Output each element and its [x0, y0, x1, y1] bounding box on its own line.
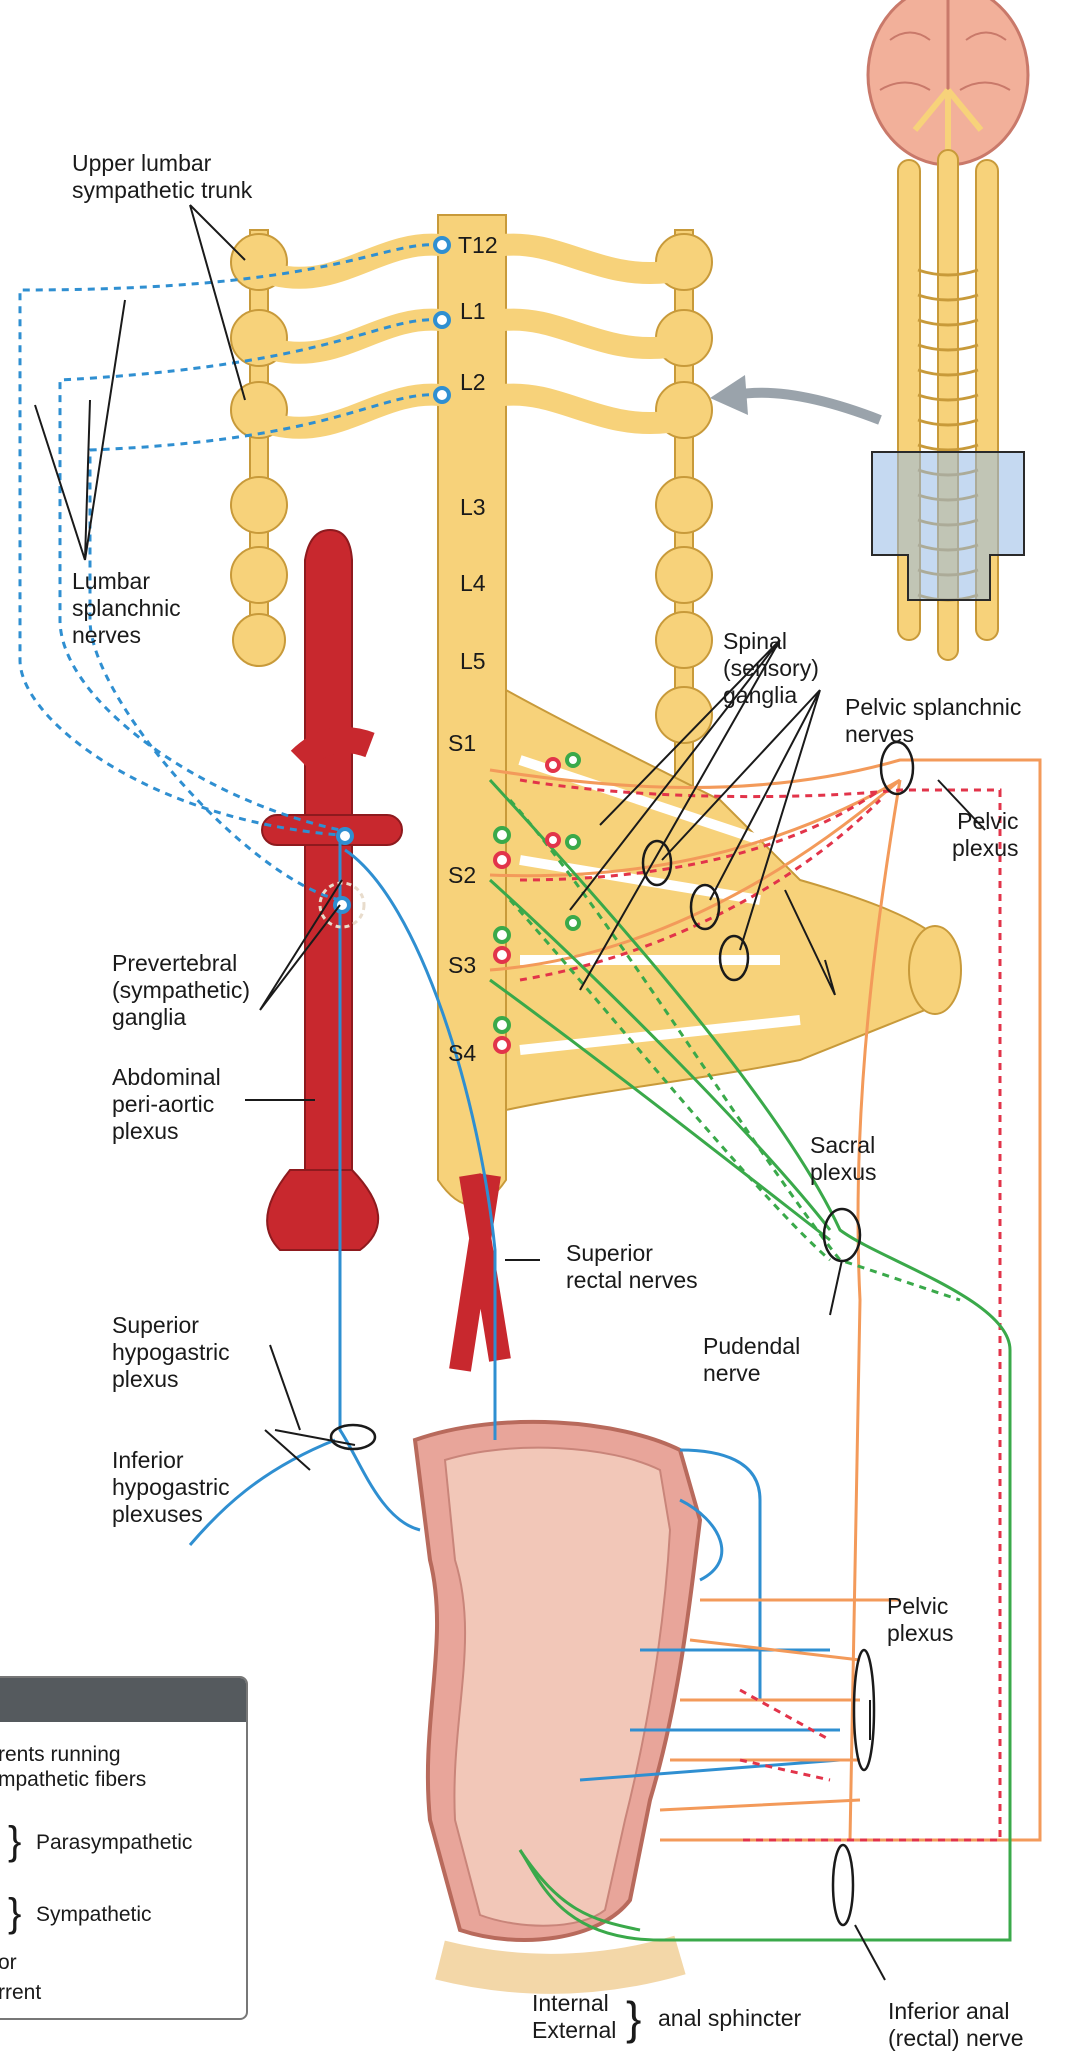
label-anal-sphincter: anal sphincter: [658, 2005, 801, 2032]
label-pelvic-plexus-lower: Pelvic plexus: [887, 1593, 953, 1647]
segment-s1: S1: [448, 730, 476, 757]
label-superior-hypogastric: Superior hypogastric plexus: [112, 1312, 230, 1393]
legend-header: [0, 1678, 246, 1722]
legend-sympathetic: Sympathetic: [36, 1902, 152, 1927]
pointer-arrow: [735, 393, 880, 420]
legend-parasympathetic: Parasympathetic: [36, 1830, 192, 1855]
label-prevertebral: Prevertebral (sympathetic) ganglia: [112, 950, 250, 1031]
label-lumbar-splanchnic: Lumbar splanchnic nerves: [72, 568, 181, 649]
legend-sympathetic-brace: }: [8, 1890, 21, 1936]
label-pelvic-splanchnic: Pelvic splanchnic nerves: [845, 694, 1021, 748]
segment-l2: L2: [460, 369, 486, 396]
segment-l5: L5: [460, 648, 486, 675]
label-abdominal-plexus: Abdominal peri-aortic plexus: [112, 1064, 221, 1145]
segment-s4: S4: [448, 1040, 476, 1067]
label-spinal-ganglia: Spinal (sensory) ganglia: [723, 628, 819, 709]
label-pelvic-plexus-upper: Pelvic plexus: [952, 808, 1018, 862]
right-sympathetic-trunk: [656, 230, 712, 790]
label-inferior-anal-nerve: Inferior anal (rectal) nerve: [888, 1998, 1023, 2052]
label-sacral-plexus: Sacral plexus: [810, 1132, 876, 1186]
segment-t12: T12: [458, 232, 498, 259]
legend-rrent: rrent: [0, 1980, 41, 2005]
legend-afferents: rents running mpathetic fibers: [0, 1742, 146, 1792]
segment-l3: L3: [460, 494, 486, 521]
segment-s2: S2: [448, 862, 476, 889]
label-internal-external: Internal External: [532, 1990, 616, 2044]
legend-box: rents running mpathetic fibers } Parasym…: [0, 1676, 248, 2020]
segment-l4: L4: [460, 570, 486, 597]
sphincter-brace: }: [626, 1990, 641, 2046]
label-superior-rectal: Superior rectal nerves: [566, 1240, 698, 1294]
rectum: [415, 1422, 700, 1974]
highlight-box: [872, 452, 1024, 600]
segment-s3: S3: [448, 952, 476, 979]
cns-overview: [710, 0, 1028, 660]
label-inferior-hypogastric: Inferior hypogastric plexuses: [112, 1447, 230, 1528]
segment-l1: L1: [460, 298, 486, 325]
legend-parasympathetic-brace: }: [8, 1818, 21, 1864]
pointer-arrowhead: [710, 375, 748, 415]
label-upper-lumbar-trunk: Upper lumbar sympathetic trunk: [72, 150, 252, 204]
label-pudendal: Pudendal nerve: [703, 1333, 800, 1387]
legend-or: or: [0, 1950, 17, 1975]
left-sympathetic-trunk: [231, 230, 287, 666]
